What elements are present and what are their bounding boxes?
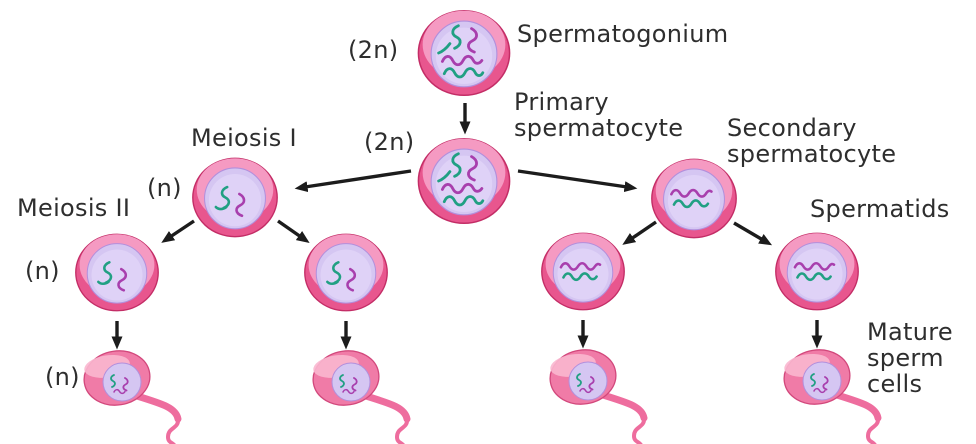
spermatogonium-cell [418,11,509,96]
primary-spermatocyte-cell [418,139,509,224]
mature-sperm-cell-4 [780,345,878,444]
arrow-secondary-left-to-spermatid-2 [277,219,310,243]
spermatids-label: Spermatids [810,195,950,223]
mature-sperm-cells-label: Mature sperm cells [867,318,953,398]
mature-sperm-cell-3 [546,345,644,444]
ploidy-n-spermatid: (n) [25,257,60,285]
spermatogonium-label: Spermatogonium [517,20,729,48]
spermatid-cell-2 [305,234,387,311]
meiosis-i-label: Meiosis I [191,124,297,152]
spermatid-cell-3 [542,233,624,310]
meiosis-ii-label: Meiosis II [17,194,131,222]
secondary-spermatocyte-cell-left [193,158,277,236]
arrow-primary-to-secondary-left [294,169,412,193]
arrow-secondary-right-to-spermatid-4 [733,221,773,246]
ploidy-2n-spermatogonium: (2n) [348,36,399,64]
ploidy-2n-primary: (2n) [364,128,415,156]
arrow-primary-to-secondary-right [517,169,638,193]
arrow-secondary-right-to-spermatid-3 [622,220,657,245]
secondary-spermatocyte-label: Secondary spermatocyte [727,114,897,168]
primary-spermatocyte-label: Primary spermatocyte [514,88,684,142]
secondary-spermatocyte-cell-right [652,159,736,237]
ploidy-n-secondary: (n) [147,174,182,202]
spermatid-cell-1 [76,234,158,311]
spermatid-cell-4 [776,233,858,310]
ploidy-n-sperm: (n) [45,363,80,391]
mature-sperm-cell-2 [309,346,407,444]
arrow-secondary-left-to-spermatid-1 [161,219,195,243]
mature-sperm-cell-1 [80,346,178,444]
